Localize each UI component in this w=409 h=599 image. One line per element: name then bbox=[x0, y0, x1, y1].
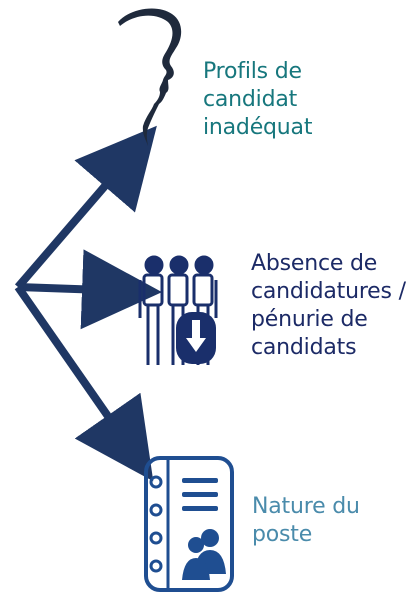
people-group-down-arrow-icon bbox=[138, 255, 218, 365]
label-nature-du-poste: Nature du poste bbox=[252, 493, 360, 549]
label-absence-de-candidatures: Absence de candidatures / pénurie de can… bbox=[251, 250, 406, 362]
label-line: inadéquat bbox=[203, 115, 313, 140]
label-line: Absence de bbox=[251, 251, 378, 276]
arrow-to-profiles bbox=[14, 125, 157, 290]
address-book-icon bbox=[144, 456, 234, 592]
label-line: candidat bbox=[203, 87, 298, 112]
label-line: candidats bbox=[251, 335, 357, 360]
label-line: poste bbox=[252, 522, 313, 547]
label-line: Profils de bbox=[203, 59, 302, 84]
head-profile-silhouette-icon bbox=[118, 8, 182, 146]
arrow-to-job-nature bbox=[14, 284, 154, 482]
label-profils-de-candidat: Profils de candidat inadéquat bbox=[203, 58, 312, 142]
label-line: Nature du bbox=[252, 494, 360, 519]
label-line: candidatures / bbox=[251, 279, 406, 304]
arrow-to-candidates bbox=[17, 249, 162, 330]
label-line: pénurie de bbox=[251, 307, 368, 332]
arrows bbox=[14, 125, 162, 482]
